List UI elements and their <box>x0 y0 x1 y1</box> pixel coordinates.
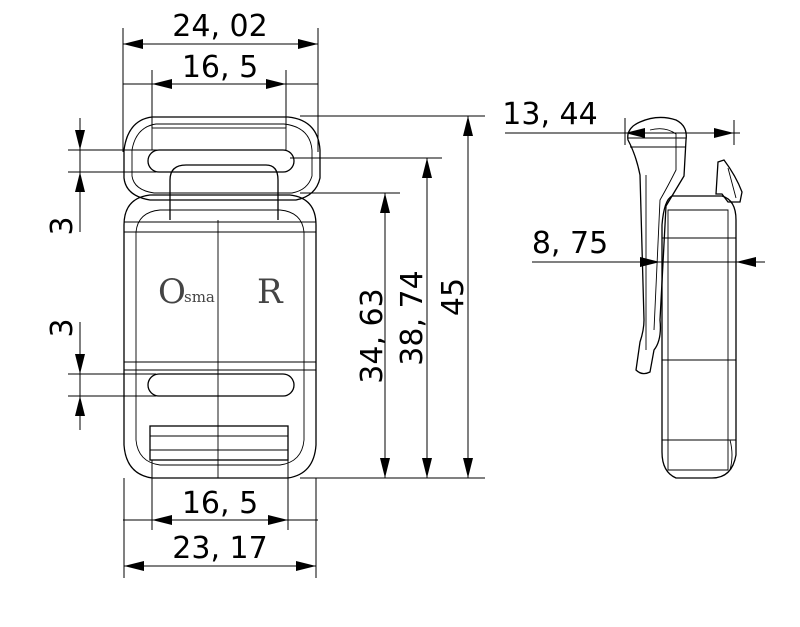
side-clip-arm <box>627 116 687 375</box>
dim-bottom-slot-width: 16, 5 <box>182 486 258 521</box>
logo-letter-o: O <box>158 272 186 312</box>
main-body-inner-outline <box>135 209 305 466</box>
dim-top-slot-width: 16, 5 <box>182 50 258 85</box>
dimension-annotations: 24, 02 16, 5 3 3 16, 5 23 <box>45 9 765 578</box>
dim-height-total: 45 <box>436 278 471 316</box>
osmar-logo: O sma R <box>158 272 284 312</box>
side-latch-tab <box>715 159 743 203</box>
side-view <box>627 116 743 479</box>
bottom-slot-bar <box>149 425 289 461</box>
top-clip-outline <box>123 116 321 201</box>
dim-height-mid: 38, 74 <box>395 270 430 365</box>
front-view: O sma R <box>123 116 321 479</box>
dim-lower-slot-gap: 3 <box>45 318 80 337</box>
inner-tongue <box>169 164 279 220</box>
dim-bottom-overall-width: 23, 17 <box>172 531 267 566</box>
logo-letter-r: R <box>257 272 284 312</box>
top-slot-bar <box>151 127 287 151</box>
logo-middle-text: sma <box>184 288 215 306</box>
dim-top-overall-width: 24, 02 <box>172 9 267 44</box>
dim-height-short: 34, 63 <box>355 288 390 383</box>
dim-side-thickness: 8, 75 <box>532 226 608 261</box>
lower-slot <box>147 373 295 397</box>
dim-side-depth: 13, 44 <box>502 97 597 132</box>
top-clip-inner-outline <box>131 123 313 194</box>
upper-slot <box>147 149 295 173</box>
dim-upper-slot-gap: 3 <box>45 216 80 235</box>
side-body <box>661 195 737 479</box>
